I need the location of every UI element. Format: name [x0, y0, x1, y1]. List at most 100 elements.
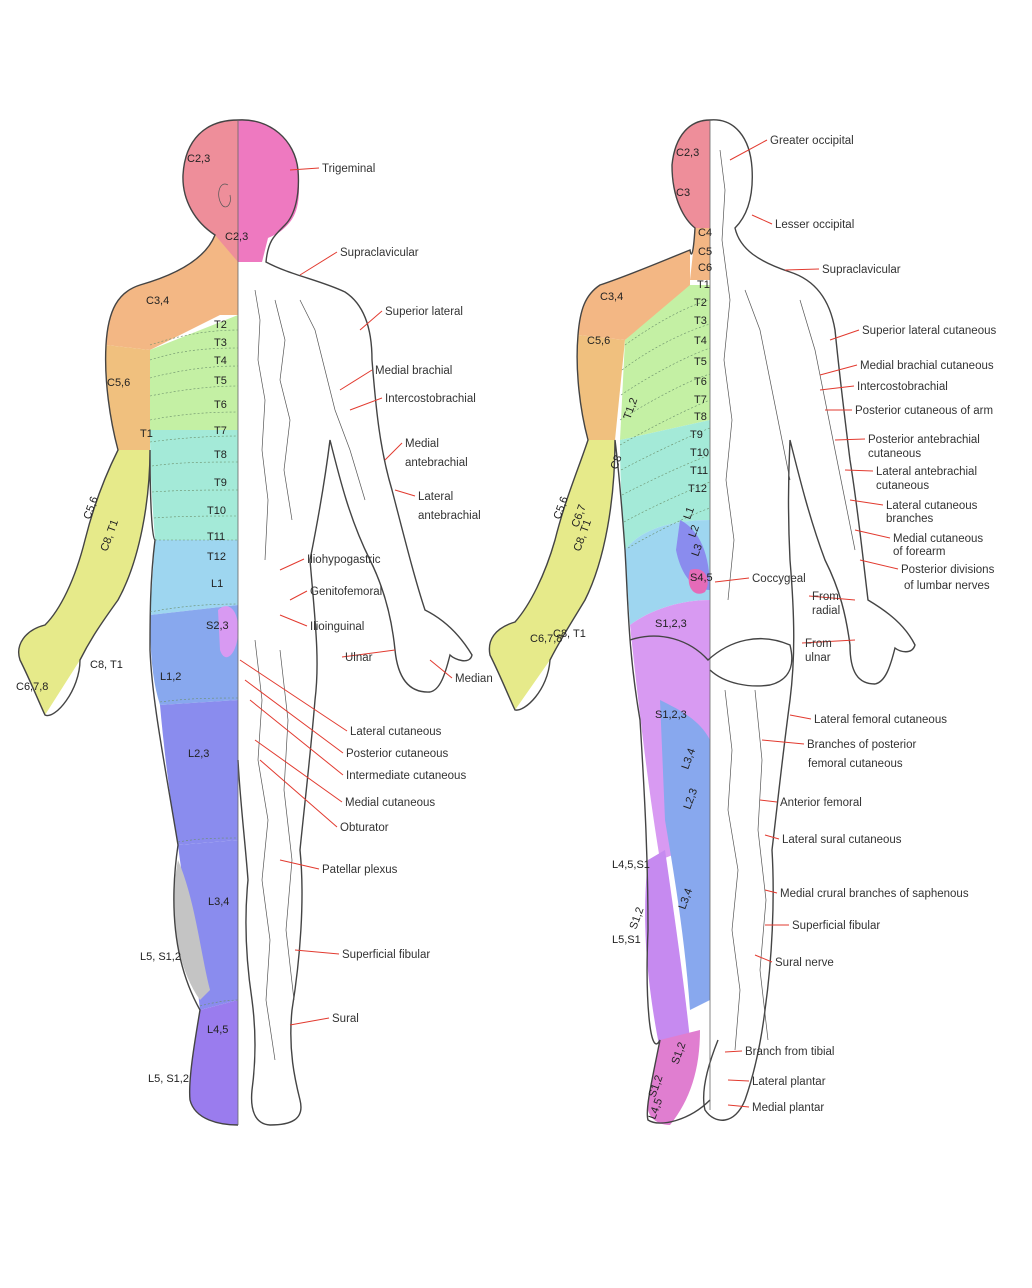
- region-back-arm: [489, 440, 615, 710]
- back-segment-label: T10: [690, 447, 709, 459]
- front-segment-label: T3: [214, 337, 227, 349]
- back-nerve-label: From: [812, 591, 839, 603]
- back-leader-line: [819, 385, 855, 391]
- front-segment-label: S2,3: [206, 620, 229, 632]
- back-segment-label: C3,4: [600, 291, 623, 303]
- region-lumbar-3-4: [178, 840, 238, 1010]
- back-band-lines: [619, 299, 711, 549]
- front-leader-line: [279, 558, 305, 571]
- back-leader-line: [829, 329, 860, 341]
- front-figure: [18, 119, 473, 1126]
- back-segment-label: T6: [694, 376, 707, 388]
- front-segment-label: T4: [214, 355, 227, 367]
- back-nerve-label: ulnar: [805, 652, 831, 664]
- leader-lines: [239, 139, 899, 1108]
- back-segment-label: T9: [690, 429, 703, 441]
- front-segment-label: C8, T1: [90, 659, 123, 671]
- front-dermatome-regions: [18, 119, 300, 1125]
- front-nerve-label: Posterior cutaneous: [346, 748, 449, 760]
- region-back-foot: [647, 1030, 700, 1125]
- region-c5-6-arm: [105, 345, 150, 450]
- back-leader-line: [789, 714, 812, 720]
- back-nerve-label: Sural nerve: [775, 957, 834, 969]
- back-leader-line: [808, 595, 856, 601]
- back-nerve-label: Intercostobrachial: [857, 381, 948, 393]
- back-nerve-label: Branch from tibial: [745, 1046, 834, 1058]
- back-nerve-branches: [719, 149, 856, 1051]
- front-nerve-label: Medial: [405, 438, 439, 450]
- back-segment-label: T2: [694, 297, 707, 309]
- front-segment-label: L1,2: [160, 671, 181, 683]
- region-back-l4-5: [645, 850, 690, 1050]
- front-ear: [218, 183, 231, 208]
- front-body-outline: [237, 119, 473, 1126]
- front-segment-label: L1: [211, 578, 223, 590]
- region-back-c5-6: [577, 335, 625, 440]
- back-nerve-label: Lateral antebrachial: [876, 466, 977, 478]
- back-segment-label: S4,5: [690, 572, 713, 584]
- back-segment-label: L3: [690, 542, 705, 558]
- back-segment-label: C3: [676, 187, 690, 199]
- front-leader-line: [429, 659, 453, 679]
- back-segment-label: T7: [694, 394, 707, 406]
- back-nerve-label: Medial brachial cutaneous: [860, 360, 994, 372]
- front-segment-label: C6,7,8: [16, 681, 48, 693]
- back-figure: [488, 119, 916, 1125]
- back-nerve-label: From: [805, 638, 832, 650]
- front-leader-line: [239, 659, 348, 732]
- back-segment-label: C4: [698, 227, 712, 239]
- back-nerve-label: Lateral sural cutaneous: [782, 834, 902, 846]
- front-nerve-label: Obturator: [340, 822, 389, 834]
- back-nerve-label: cutaneous: [868, 448, 921, 460]
- back-leader-line: [849, 499, 884, 506]
- back-segment-label: C2,3: [676, 147, 699, 159]
- back-segment-label: T5: [694, 356, 707, 368]
- front-segment-label: T11: [207, 531, 225, 543]
- front-nerve-label: Lateral cutaneous: [350, 726, 442, 738]
- region-back-thoracic-upper: [620, 285, 710, 440]
- front-segment-label: T6: [214, 399, 227, 411]
- back-nerve-label: Greater occipital: [770, 135, 854, 147]
- back-segment-label: L2: [687, 523, 702, 539]
- back-leader-line: [759, 799, 778, 803]
- back-nerve-label: cutaneous: [876, 480, 929, 492]
- back-leader-line: [801, 639, 856, 644]
- segment-labels: C2,3C2,3C3,4T2T3T4T5T6T7T8T9T10T11T12C5,…: [16, 147, 713, 1121]
- back-nerve-label: Superior lateral cutaneous: [862, 325, 996, 337]
- back-leader-line: [729, 139, 768, 161]
- back-segment-label: C5: [698, 246, 712, 258]
- back-leader-line: [834, 438, 866, 441]
- back-nerve-label: Anterior femoral: [780, 797, 862, 809]
- back-nerve-label: Superficial fibular: [792, 920, 880, 932]
- front-nerve-label: Genitofemoral: [310, 586, 382, 598]
- front-nerve-label: Ulnar: [345, 652, 373, 664]
- back-leader-line: [727, 1104, 750, 1108]
- back-leader-line: [764, 834, 780, 840]
- front-segment-label: T7: [214, 425, 227, 437]
- back-nerve-label: Posterior divisions: [901, 564, 995, 576]
- back-segment-label: C6: [698, 262, 712, 274]
- region-back-c3: [674, 185, 710, 228]
- front-nerve-label: Medial cutaneous: [345, 797, 435, 809]
- front-segment-label: C3,4: [146, 295, 169, 307]
- front-nerve-label: Intercostobrachial: [385, 393, 476, 405]
- back-body-outline-left: [488, 119, 711, 1124]
- back-nerve-label: Medial plantar: [752, 1102, 824, 1114]
- front-segment-label: T8: [214, 449, 227, 461]
- front-leader-line: [349, 397, 383, 411]
- front-band-lines: [149, 329, 239, 1007]
- back-segment-label: C8, T1: [553, 628, 586, 640]
- back-leader-line: [844, 469, 874, 472]
- front-nerve-label: Sural: [332, 1013, 359, 1025]
- region-c2-3-head: [182, 120, 238, 262]
- front-nerve-label: Intermediate cutaneous: [346, 770, 466, 782]
- front-leader-line: [384, 442, 403, 461]
- front-segment-label: T5: [214, 375, 227, 387]
- back-leader-line: [754, 954, 773, 963]
- front-segment-label: C2,3: [225, 231, 248, 243]
- front-nerve-label: Superficial fibular: [342, 949, 430, 961]
- back-nerve-label: Lateral femoral cutaneous: [814, 714, 947, 726]
